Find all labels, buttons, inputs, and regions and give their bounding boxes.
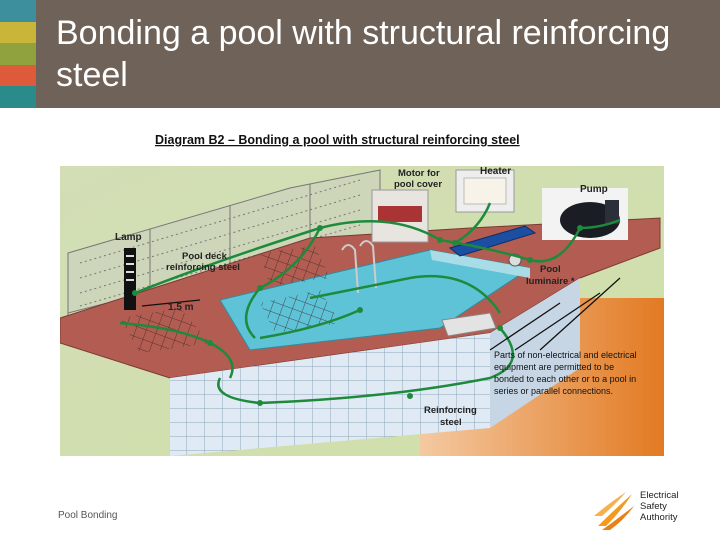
label-pump: Pump bbox=[580, 184, 608, 195]
slide-title: Bonding a pool with structural reinforci… bbox=[56, 12, 696, 96]
esa-logo: Electrical Safety Authority bbox=[592, 486, 702, 532]
label-distance: 1.5 m bbox=[168, 302, 194, 313]
note-line-3: bonded to each other or to a pool in bbox=[494, 374, 636, 384]
label-luminaire: Pool bbox=[540, 264, 561, 275]
pool-bonding-diagram: Diagram B2 – Bonding a pool with structu… bbox=[60, 128, 664, 456]
label-pool-deck-steel: reinforcing steel bbox=[166, 262, 240, 273]
note-line-2: equipment are permitted to be bbox=[494, 362, 614, 372]
note-line-4: series or parallel connections. bbox=[494, 386, 613, 396]
logo-line-1: Electrical bbox=[640, 490, 679, 501]
label-steel: steel bbox=[440, 417, 462, 428]
color-stripes bbox=[0, 0, 36, 108]
title-bar: Bonding a pool with structural reinforci… bbox=[0, 0, 720, 108]
note-line-1: Parts of non-electrical and electrical bbox=[494, 350, 637, 360]
diagram-heading: Diagram B2 – Bonding a pool with structu… bbox=[155, 133, 520, 147]
lamp bbox=[124, 248, 136, 310]
logo-line-3: Authority bbox=[640, 512, 679, 523]
label-reinforcing: Reinforcing bbox=[424, 405, 477, 416]
slide-footer: Pool Bonding bbox=[58, 510, 118, 521]
logo-line-2: Safety bbox=[640, 501, 679, 512]
label-pool-cover: pool cover bbox=[394, 179, 442, 190]
label-luminaire-2: luminaire * bbox=[526, 276, 575, 287]
label-heater: Heater bbox=[480, 166, 511, 177]
label-motor: Motor for bbox=[398, 168, 440, 179]
esa-logo-text: Electrical Safety Authority bbox=[640, 490, 679, 523]
label-lamp: Lamp bbox=[115, 232, 142, 243]
esa-swoosh-icon bbox=[592, 486, 638, 532]
label-pool-deck: Pool deck bbox=[182, 251, 228, 262]
